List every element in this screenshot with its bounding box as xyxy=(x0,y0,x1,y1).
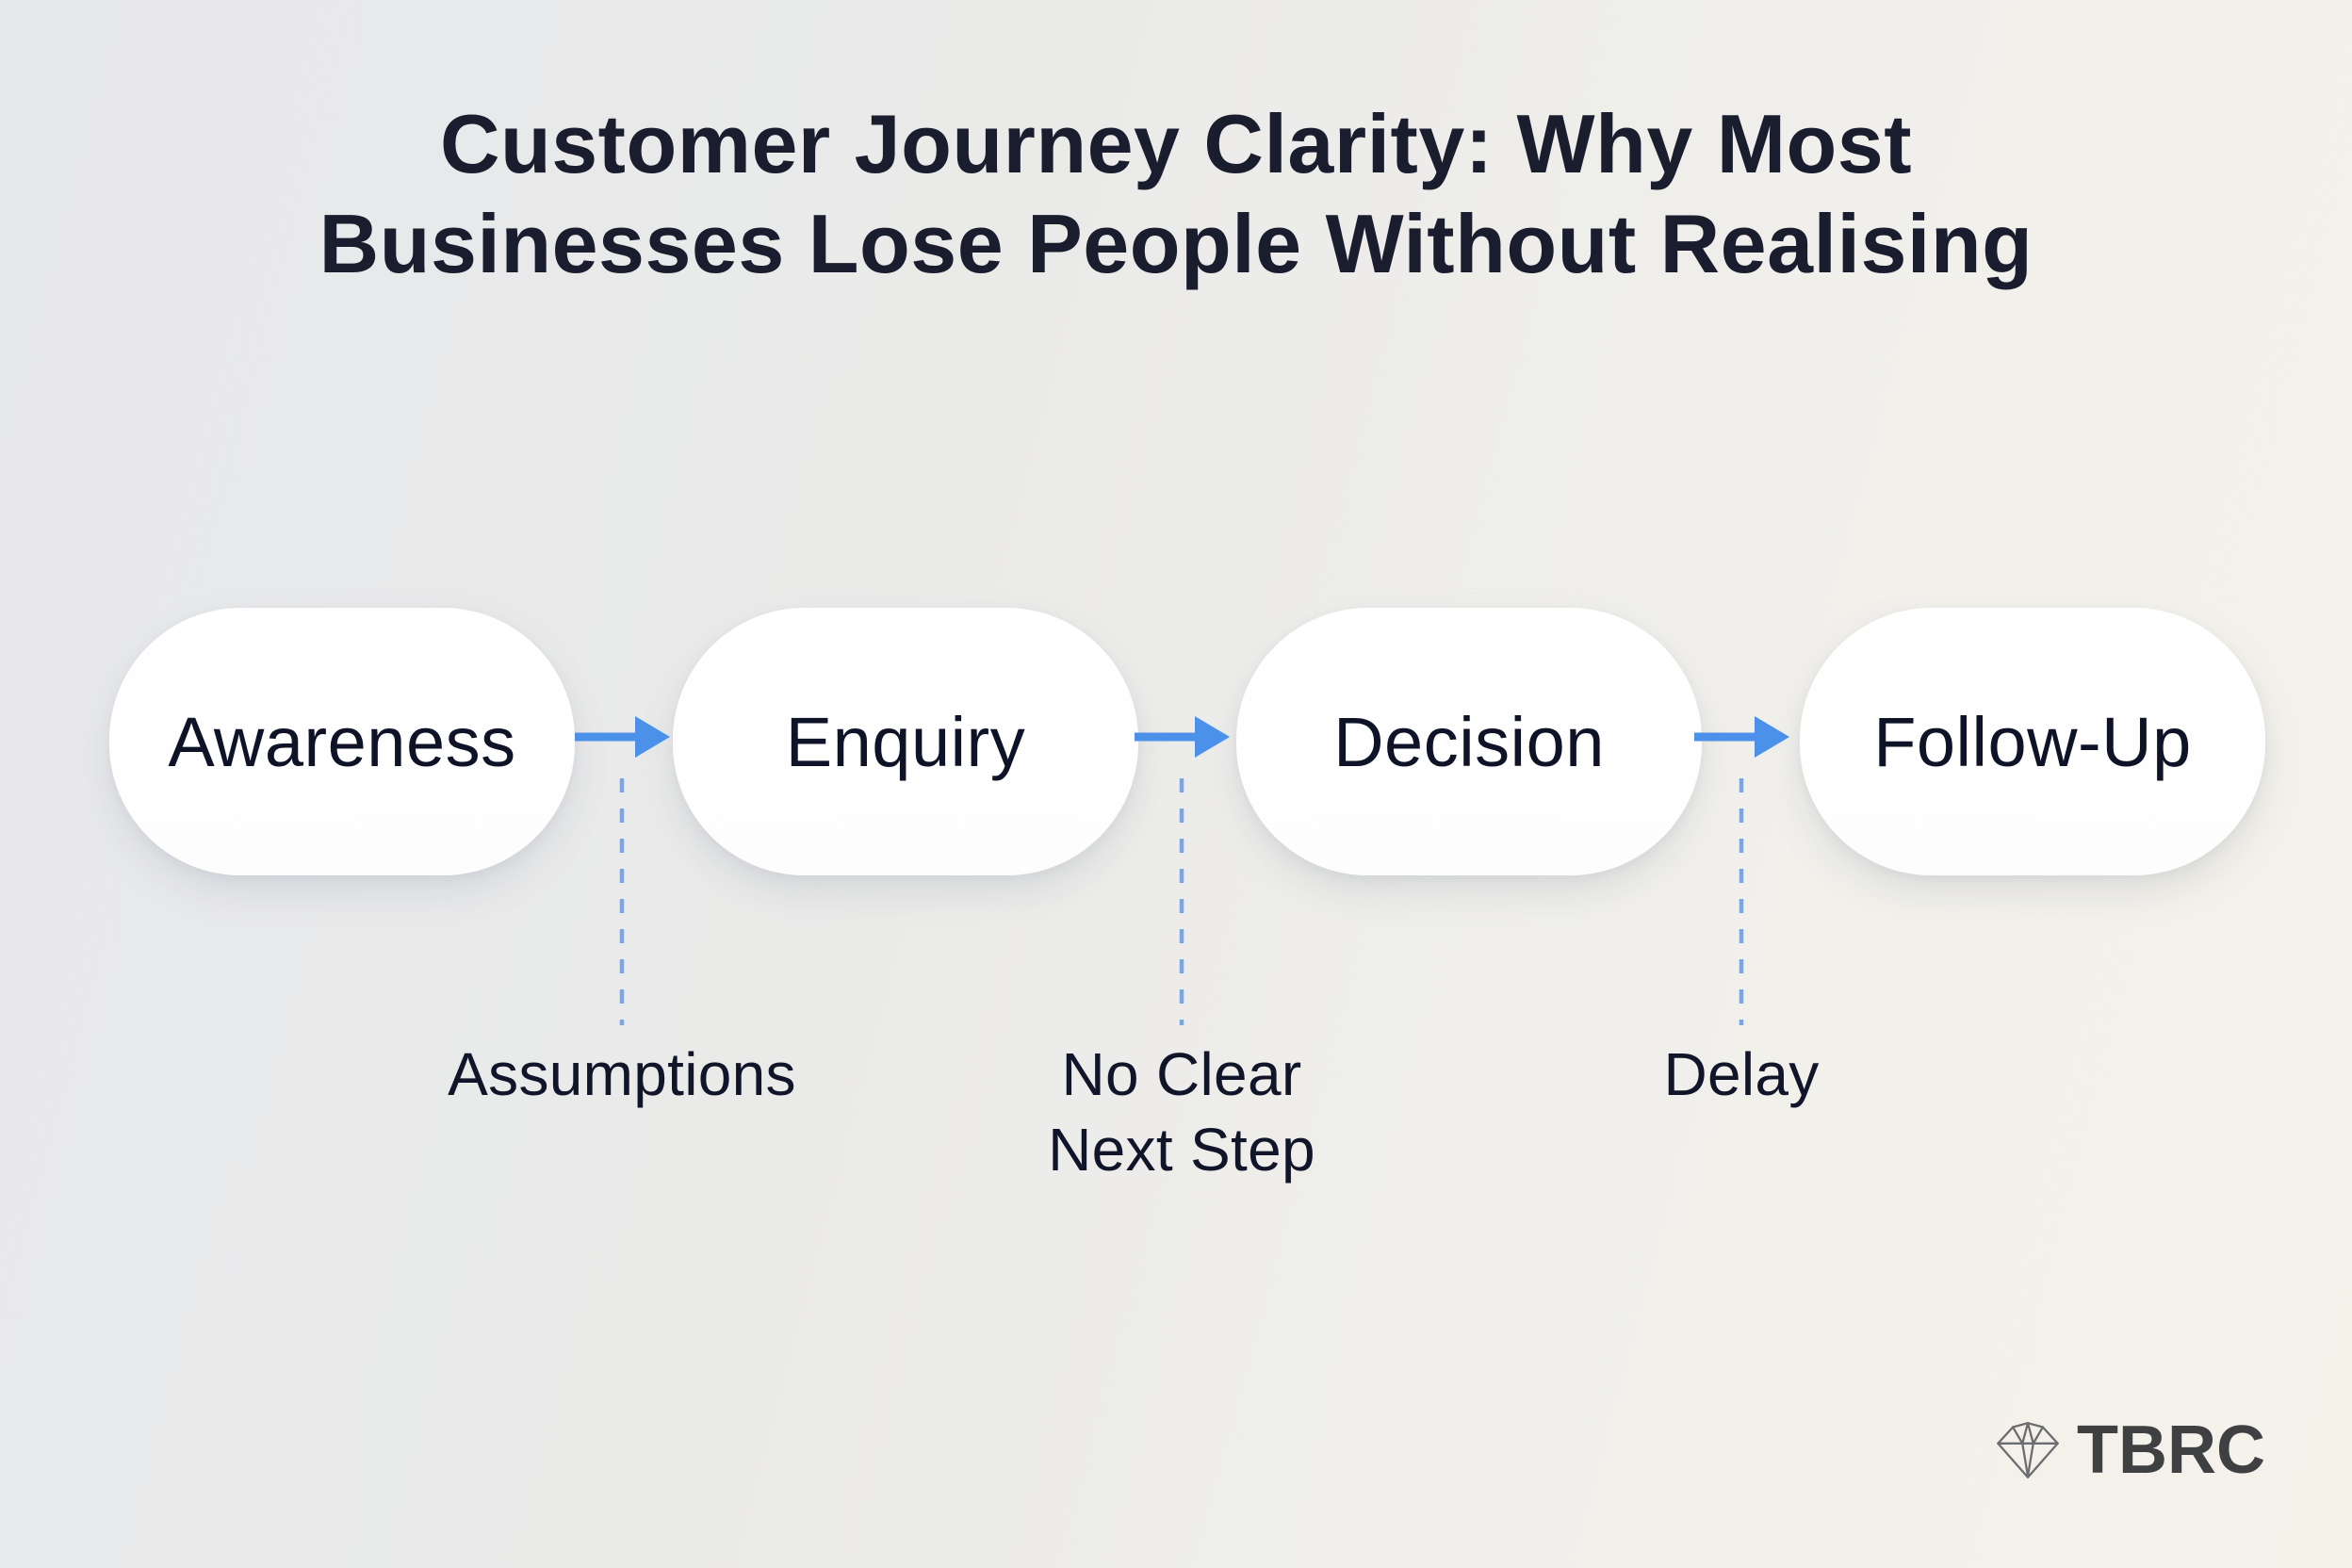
stage-node-awareness: Awareness xyxy=(109,608,575,875)
flow-arrow-icon xyxy=(575,716,670,758)
stage-node-decision: Decision xyxy=(1236,608,1702,875)
page-title: Customer Journey Clarity: Why Most Busin… xyxy=(0,94,2352,294)
dropoff-label-no-clear-next-step: No Clear Next Step xyxy=(880,1037,1483,1187)
stage-label: Follow-Up xyxy=(1873,702,2192,781)
dropoff-label-line: No Clear xyxy=(1061,1040,1302,1108)
logo-text: TBRC xyxy=(2077,1413,2265,1488)
stage-label: Enquiry xyxy=(785,702,1026,781)
dropoff-label-line: Assumptions xyxy=(448,1040,796,1108)
dropoff-dashed-line xyxy=(1739,778,1744,1025)
dropoff-label-delay: Delay xyxy=(1440,1037,2043,1112)
dropoff-dashed-line xyxy=(619,778,625,1025)
brand-logo: TBRC xyxy=(1994,1410,2265,1491)
title-line-1: Customer Journey Clarity: Why Most xyxy=(439,97,1913,190)
dropoff-label-assumptions: Assumptions xyxy=(320,1037,923,1112)
stage-node-follow-up: Follow-Up xyxy=(1800,608,2265,875)
dropoff-label-line: Next Step xyxy=(1048,1116,1315,1184)
title-line-2: Businesses Lose People Without Realising xyxy=(318,197,2034,290)
flow-arrow-icon xyxy=(1135,716,1230,758)
dropoff-dashed-line xyxy=(1179,778,1184,1025)
flow-arrow-icon xyxy=(1694,716,1789,758)
stage-label: Decision xyxy=(1333,702,1605,781)
dropoff-label-line: Delay xyxy=(1663,1040,1820,1108)
stage-node-enquiry: Enquiry xyxy=(673,608,1138,875)
stage-label: Awareness xyxy=(168,702,516,781)
diamond-icon xyxy=(1997,1422,2059,1478)
